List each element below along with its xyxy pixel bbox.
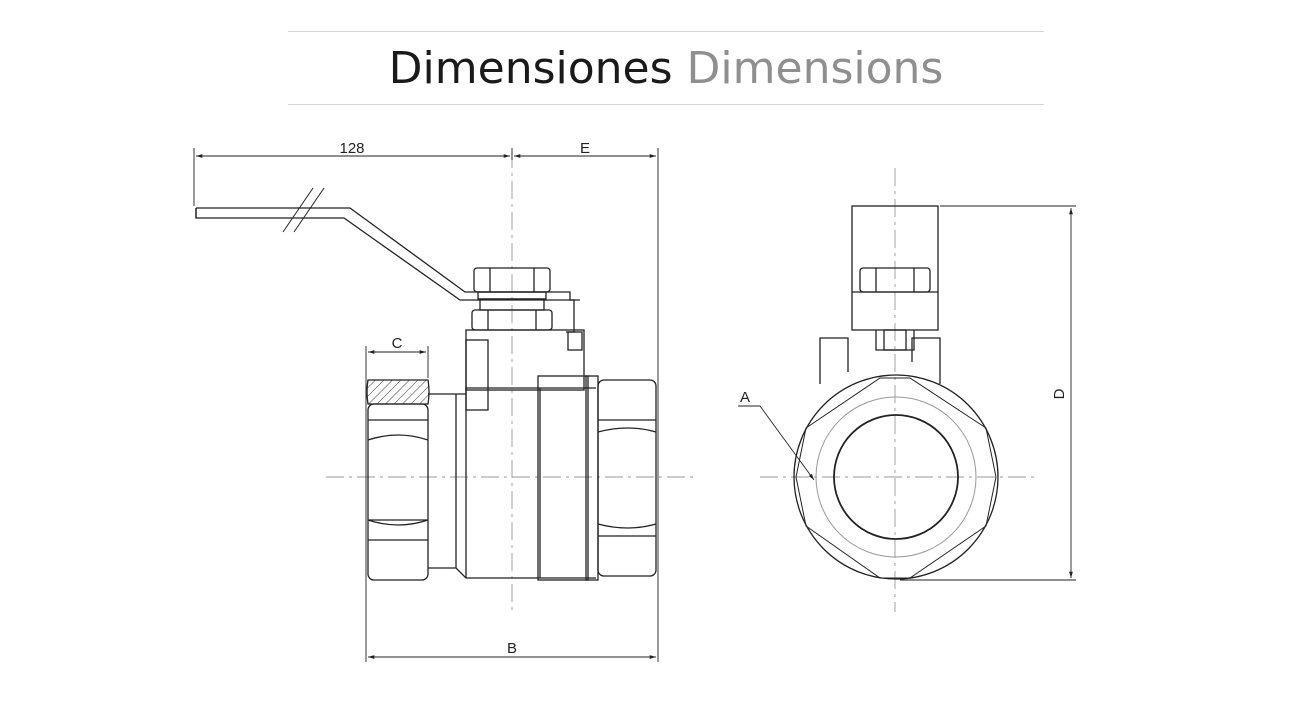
front-nut	[859, 267, 931, 293]
label-e: E	[580, 140, 590, 157]
label-c: C	[392, 335, 403, 352]
label-128: 128	[339, 140, 364, 157]
outer-ring	[793, 374, 999, 580]
front-centerlines	[760, 168, 1034, 612]
leader-a	[738, 405, 815, 481]
handle-lever	[195, 187, 583, 351]
right-hex-end	[597, 379, 657, 577]
front-view	[760, 168, 1034, 612]
valve-neck	[465, 329, 585, 391]
title-english: Dimensions	[686, 43, 944, 94]
side-dimensions	[193, 148, 659, 662]
page-title: Dimensiones Dimensions	[288, 40, 1044, 98]
header-bottom-rule	[288, 104, 1044, 105]
left-hex-end	[366, 379, 430, 581]
stop-lug	[465, 339, 489, 411]
title-spanish: Dimensiones	[388, 43, 673, 94]
side-view	[195, 150, 698, 612]
valve-body	[537, 375, 599, 581]
side-centerlines	[326, 150, 698, 612]
label-b: B	[507, 640, 517, 657]
label-d: D	[1051, 388, 1068, 399]
bore-circle	[833, 414, 959, 540]
label-a: A	[740, 389, 750, 406]
front-dimensions	[738, 205, 1076, 581]
header-top-rule	[288, 31, 1044, 32]
left-body	[428, 387, 540, 579]
thread-ring	[815, 396, 977, 558]
